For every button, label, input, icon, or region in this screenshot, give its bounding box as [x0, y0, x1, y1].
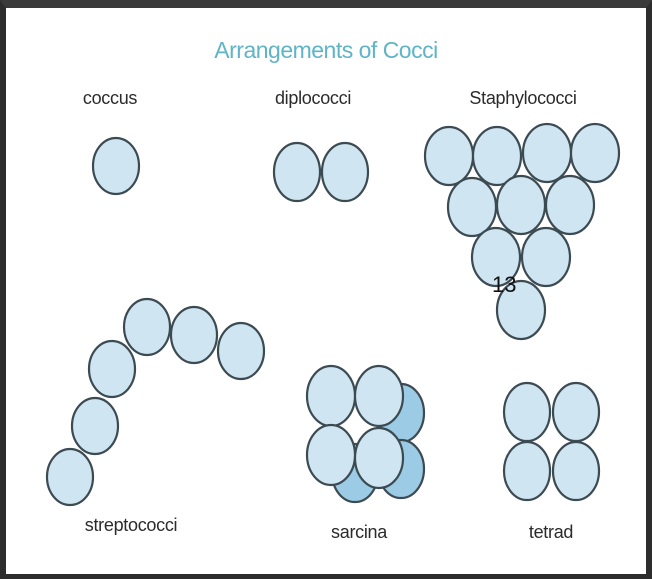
label-sarcina: sarcina [331, 522, 387, 542]
streptococci-cell [45, 447, 95, 507]
tetrad-cell [502, 440, 552, 502]
staphylococci-cell [446, 176, 498, 238]
label-tetrad: tetrad [528, 522, 574, 542]
label-diplococci: diplococci [274, 88, 352, 108]
sarcina-group [305, 364, 426, 504]
diplococci-group [272, 141, 370, 203]
tetrad-cell [551, 440, 601, 502]
streptococci-cell [70, 396, 120, 456]
tetrad-cell [502, 381, 552, 443]
diplococci-cell [320, 141, 370, 203]
page-number: 13 [492, 272, 517, 297]
staphylococci-cell [495, 279, 547, 341]
streptococci-group [45, 297, 266, 507]
diplococci-cell [272, 141, 322, 203]
streptococci-cell [122, 297, 172, 357]
sarcina-cell [353, 426, 405, 490]
figure-title: Arrangements of Cocci [214, 37, 438, 63]
staphylococci-cell [471, 125, 523, 187]
sarcina-cell [353, 364, 405, 428]
coccus-group [91, 136, 141, 196]
staphylococci-cell [520, 226, 572, 288]
streptococci-cell [216, 321, 266, 381]
label-staphylococci: Staphylococci [469, 88, 577, 108]
sarcina-cell [305, 364, 357, 428]
staphylococci-cell [495, 174, 547, 236]
staphylococci-cell [470, 226, 522, 288]
streptococci-cell [87, 339, 137, 399]
staphylococci-cell [544, 174, 596, 236]
tetrad-group [502, 381, 601, 502]
tetrad-cell [551, 381, 601, 443]
staphylococci-cell [423, 125, 475, 187]
label-streptococci: streptococci [84, 515, 178, 535]
coccus-cell [91, 136, 141, 196]
label-coccus: coccus [82, 88, 138, 108]
staphylococci-cell [521, 122, 573, 184]
staphylococci-group [423, 122, 621, 341]
streptococci-cell [169, 305, 219, 365]
staphylococci-cell [569, 122, 621, 184]
sarcina-cell [305, 423, 357, 487]
